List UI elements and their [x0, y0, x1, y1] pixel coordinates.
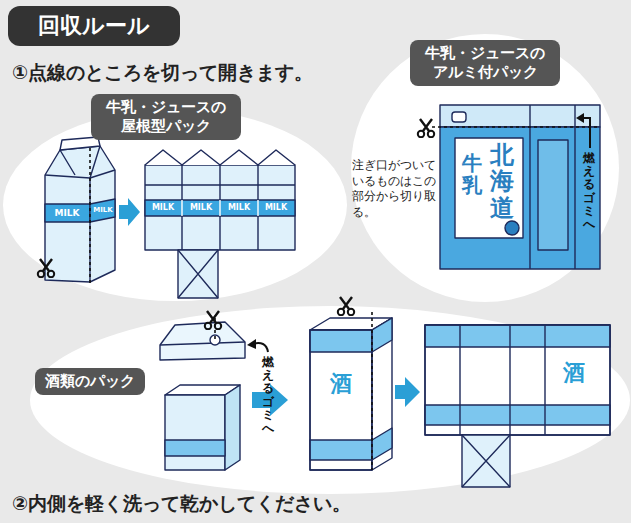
disposal-note: 燃えるゴミへ [262, 356, 274, 435]
category-label: 酒類のパック [35, 368, 145, 395]
instruction: ①点線のところを切って開きます。 [12, 61, 313, 84]
category-label: 牛乳・ジュースの 屋根型パック [91, 94, 241, 140]
category-text: 酒類のパック [45, 372, 135, 391]
sake-text: 酒 [563, 360, 585, 386]
sake-text: 酒 [330, 371, 352, 397]
instruction: ②内側を軽く洗って乾かしてください。 [12, 492, 351, 515]
milk-text: MILK [152, 203, 174, 213]
disposal-note: 燃えるゴミへ [583, 152, 595, 231]
category-text: 牛乳・ジュースの 屋根型パック [101, 98, 231, 136]
category-label: 牛乳・ジュースの アルミ付パック [410, 40, 560, 86]
milk-text: MILK [190, 203, 212, 213]
product-text: 北海道 [490, 142, 514, 221]
milk-text: MILK [93, 206, 112, 214]
milk-text: MILK [228, 203, 250, 213]
callout-note: 注ぎ口がついているものはこの部分から切り取る。 [352, 158, 436, 220]
product-text: 牛乳 [462, 152, 482, 196]
page-title: 回収ルール [38, 13, 150, 39]
milk-text: MILK [265, 203, 287, 213]
category-text: 牛乳・ジュースの アルミ付パック [420, 44, 550, 82]
milk-text: MILK [54, 208, 79, 219]
